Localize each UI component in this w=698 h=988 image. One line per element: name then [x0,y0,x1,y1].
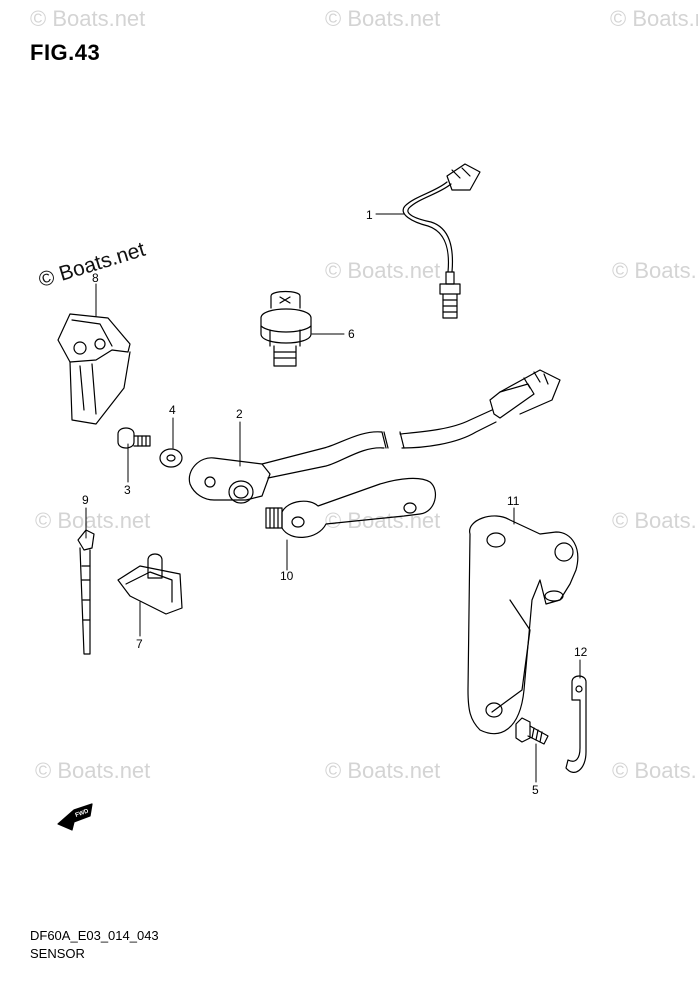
part-1-sensor-wire[interactable] [402,163,481,319]
watermark: © Boats.net [612,508,698,533]
watermark: © Boats.net [325,758,441,783]
figure-code: DF60A_E03_014_043 [30,928,159,943]
watermark: © Boats.net [610,6,698,31]
callout-8[interactable]: 8 [92,271,99,285]
watermark: © Boats.net [35,508,151,533]
part-6-pressure-switch[interactable] [260,290,312,367]
part-9-cable-tie[interactable] [77,529,95,655]
callout-12[interactable]: 12 [574,645,588,659]
watermark: © Boats.net [35,758,151,783]
callout-11[interactable]: 11 [507,494,520,508]
part-3-bolt[interactable] [117,427,151,449]
callout-3[interactable]: 3 [124,483,131,497]
part-7-clamp[interactable] [117,553,183,615]
callout-10[interactable]: 10 [280,569,294,583]
watermark: © Boats.net [30,6,146,31]
fwd-label: FWD [75,808,91,819]
callout-6[interactable]: 6 [348,327,355,341]
callout-2[interactable]: 2 [236,407,243,421]
leader-lines [85,213,581,783]
watermark: © Boats.net [325,258,441,283]
part-4-washer[interactable] [159,448,183,468]
callout-1[interactable]: 1 [366,208,373,222]
watermark: © Boats.net [612,258,698,283]
callout-4[interactable]: 4 [169,403,176,417]
part-10-sensor[interactable] [265,477,437,538]
part-8-bracket[interactable] [57,313,131,425]
callout-9[interactable]: 9 [82,493,89,507]
fwd-arrow-icon: FWD [57,803,93,831]
watermark: © Boats.net [325,508,441,533]
part-5-bolt[interactable] [515,717,549,745]
callout-7[interactable]: 7 [136,637,143,651]
figure-name: SENSOR [30,946,85,961]
watermark: © Boats.net [612,758,698,783]
part-11-bracket[interactable] [467,515,579,735]
watermark: © Boats.net [325,6,441,31]
callout-5[interactable]: 5 [532,783,539,797]
part-12-clip[interactable] [565,675,587,773]
part-2-sensor[interactable] [188,369,561,504]
figure-title: FIG.43 [30,40,101,65]
